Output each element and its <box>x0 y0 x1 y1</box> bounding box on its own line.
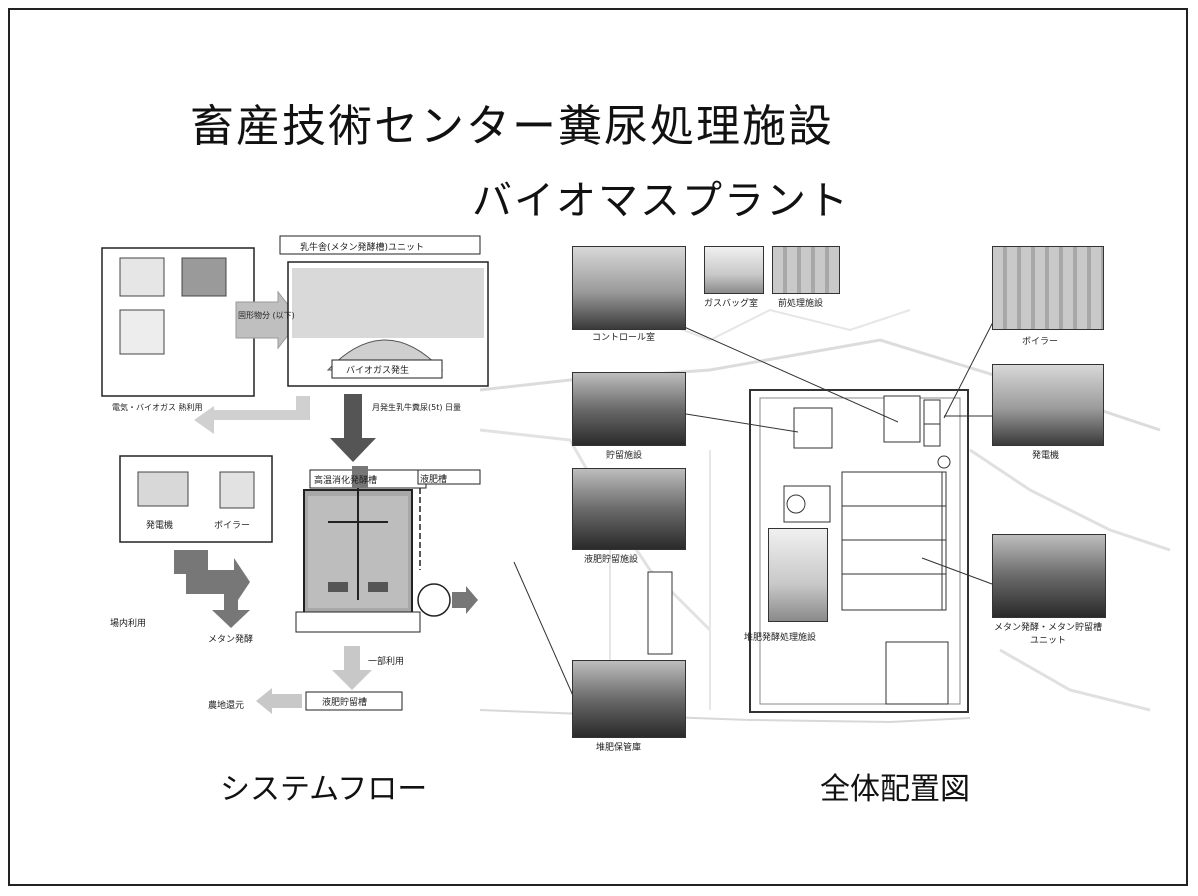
methane-unit-top <box>292 268 484 338</box>
split-arrow <box>174 550 250 606</box>
boiler-label: ボイラー <box>214 521 251 531</box>
control-room-label: コントロール室 <box>592 333 656 343</box>
unit-header-label: 乳牛舎(メタン発酵槽)ユニット <box>300 243 425 253</box>
feed-arrow-label: 固形物分 (以下) <box>238 311 295 320</box>
boiler-icon <box>219 471 255 509</box>
cow-illustration <box>119 257 165 297</box>
side-header-label: 液肥槽 <box>420 475 448 485</box>
generator-icon <box>137 471 189 507</box>
unit-header-box <box>279 235 481 255</box>
side-header-box <box>417 469 481 485</box>
compost-shed-photo <box>572 660 686 738</box>
compost-facility-photo <box>768 528 828 622</box>
intake-note: 月発生乳牛糞尿(5t) 日量 <box>372 403 462 412</box>
pig-illustration <box>119 309 165 355</box>
out-right-label: メタン発酵 <box>208 635 254 645</box>
site-boundary <box>749 389 969 713</box>
pump-circle <box>417 583 451 617</box>
small-photo-1-label: ガスバッグ室 <box>704 299 759 309</box>
liquid-tank-outline <box>647 571 673 655</box>
generator-photo-label: 発電機 <box>1032 451 1060 461</box>
tank-base <box>295 611 421 633</box>
out-left-label: 場内利用 <box>110 619 147 629</box>
compost-facility-label: 堆肥発酵処理施設 <box>744 633 817 643</box>
system-flow-diagram <box>101 235 1171 724</box>
compost-building <box>841 471 947 611</box>
small-photo-1 <box>704 246 764 294</box>
liquid-tank-photo <box>572 468 686 550</box>
liquid-tank-label: 液肥貯留施設 <box>584 555 639 565</box>
tank-header-label: 高温消化発酵槽 <box>314 476 378 486</box>
bottom-box-label: 液肥貯留槽 <box>322 698 368 708</box>
boiler-photo-label: ボイラー <box>1022 337 1059 347</box>
digest-label: 一部利用 <box>368 657 405 667</box>
left-arrow-flow <box>194 396 310 434</box>
control-room-photo <box>572 246 686 330</box>
bottom-box <box>305 691 403 711</box>
methane-unit-photo <box>992 534 1106 618</box>
gas-box-label: バイオガス発生 <box>346 366 410 376</box>
slide-title: 畜産技術センター糞尿処理施設 <box>190 101 834 152</box>
boiler-photo <box>992 246 1104 330</box>
caption-system-flow: システムフロー <box>220 772 428 807</box>
bottom-out-label: 農地還元 <box>208 701 245 711</box>
small-photo-2-label: 前処理施設 <box>778 299 824 309</box>
gas-box <box>331 359 443 379</box>
split-arrow-down <box>212 582 250 628</box>
left-note: 電気・バイオガス 熱利用 <box>112 403 203 412</box>
building-c <box>885 641 949 705</box>
slide-frame: 畜産技術センター糞尿処理施設 バイオマスプラント <box>8 8 1188 886</box>
slide-subtitle: バイオマスプラント <box>472 178 850 224</box>
building-b <box>883 395 921 443</box>
storage-photo <box>572 372 686 446</box>
outlet-arrow <box>256 688 302 714</box>
building-a <box>793 407 833 449</box>
storage-label: 貯留施設 <box>606 451 643 461</box>
compost-shed-label: 堆肥保管庫 <box>596 743 642 753</box>
pump-arrow <box>452 586 478 614</box>
generator-label: 発電機 <box>146 521 174 531</box>
down-arrow-main <box>330 394 376 462</box>
caption-layout: 全体配置図 <box>820 772 970 807</box>
tank-motor <box>352 466 368 488</box>
generator-photo <box>992 364 1104 446</box>
cattle-illustration <box>181 257 227 297</box>
small-photo-2 <box>772 246 840 294</box>
down-arrow-bottom <box>332 646 372 690</box>
methane-unit-label: メタン発酵・メタン貯留槽ユニット <box>993 623 1102 646</box>
tank-circle <box>786 494 806 514</box>
